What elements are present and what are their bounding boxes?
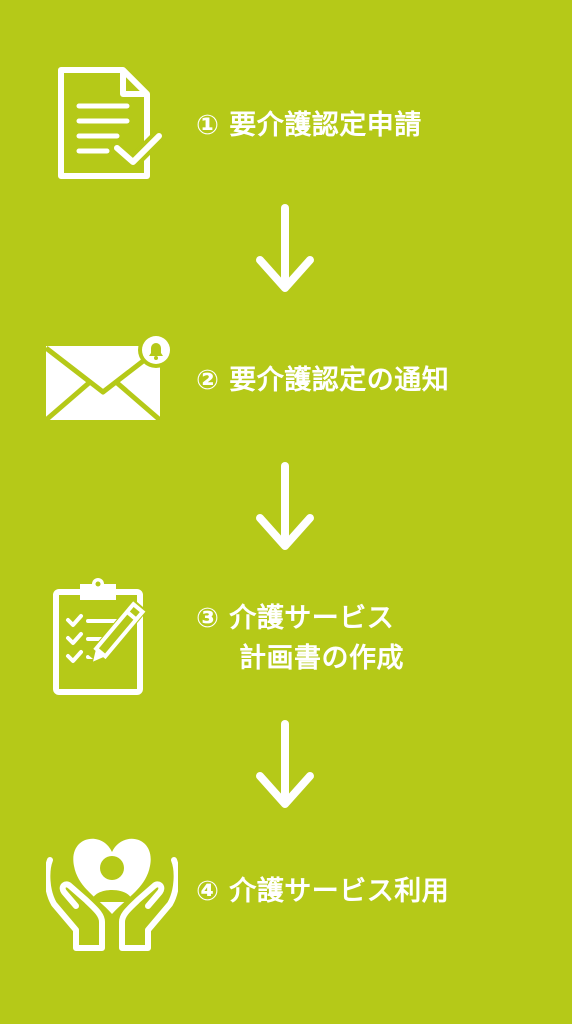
step-4-number: ④ — [196, 876, 220, 907]
step-1-label: ① 要介護認定申請 — [196, 106, 422, 146]
down-arrow-icon — [256, 462, 314, 550]
document-check-icon — [58, 67, 165, 179]
step-2-text: 要介護認定の通知 — [229, 365, 450, 396]
step-3-text-line2: 計画書の作成 — [239, 643, 404, 674]
step-1-text: 要介護認定申請 — [229, 110, 422, 141]
down-arrow-icon — [256, 720, 314, 808]
step-2-number: ② — [196, 365, 220, 396]
step-2-label: ② 要介護認定の通知 — [196, 361, 449, 401]
step-3-number: ③ — [196, 603, 220, 634]
step-4-label: ④ 介護サービス利用 — [196, 872, 449, 912]
mail-notification-icon — [44, 332, 174, 422]
step-4-text: 介護サービス利用 — [229, 876, 450, 907]
clipboard-pencil-icon — [53, 578, 148, 695]
down-arrow-icon — [256, 204, 314, 292]
step-3-text: 介護サービス — [229, 603, 395, 634]
step-3-label: ③ 介護サービス 計画書の作成 — [196, 599, 404, 679]
step-1-number: ① — [196, 110, 220, 141]
care-hands-icon — [46, 838, 178, 951]
